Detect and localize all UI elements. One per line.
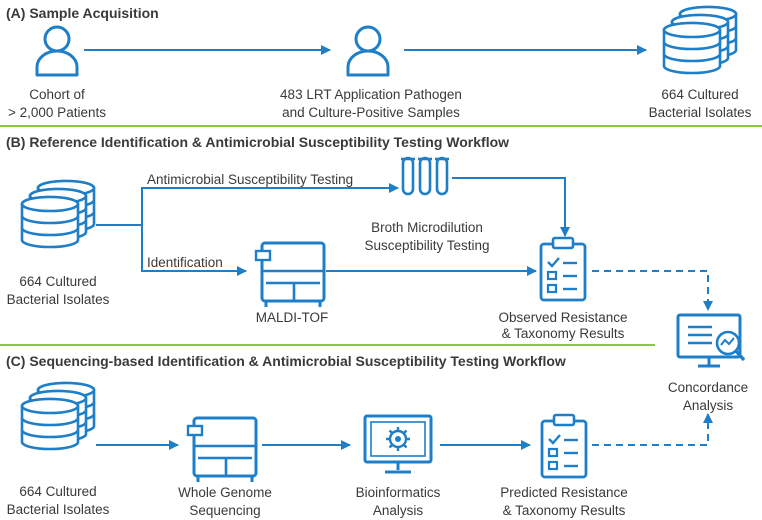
arrow-to-ast — [96, 183, 399, 226]
cohort-label-1: Cohort of — [29, 87, 85, 102]
isolates-c-label-2: Bacterial Isolates — [7, 502, 110, 517]
arrow-to-identification — [141, 225, 247, 276]
concordance-label-2: Analysis — [683, 398, 734, 413]
isolates-b-label-1: 664 Cultured — [19, 274, 96, 289]
lrt-label-2: and Culture-Positive Samples — [282, 105, 460, 120]
database-icon-b — [20, 179, 96, 249]
arrow-broth-to-observed — [452, 177, 570, 237]
database-icon-a — [662, 5, 738, 75]
bioinfo-label-2: Analysis — [373, 503, 424, 518]
predicted-results-clipboard-icon — [540, 413, 588, 479]
lrt-label-1: 483 LRT Application Pathogen — [280, 87, 462, 102]
isolates-a-label-2: Bacterial Isolates — [649, 105, 752, 120]
wgs-label-2: Sequencing — [189, 503, 260, 518]
dashed-arrow-predicted-to-concordance — [592, 413, 713, 446]
concordance-monitor-icon — [676, 313, 746, 368]
bioinformatics-monitor-icon — [363, 414, 433, 474]
maldi-tof-instrument-icon — [254, 241, 326, 309]
section-a-title: (A) Sample Acquisition — [6, 5, 159, 21]
observed-label-2: & Taxonomy Results — [502, 326, 625, 341]
observed-label-1: Observed Resistance — [498, 310, 627, 325]
isolates-a-label-1: 664 Cultured — [661, 87, 738, 102]
broth-label-1: Broth Microdilution — [371, 220, 483, 235]
observed-results-clipboard-icon — [539, 236, 587, 302]
isolates-b-label-2: Bacterial Isolates — [7, 292, 110, 307]
section-c-title: (C) Sequencing-based Identification & An… — [6, 353, 566, 369]
maldi-label: MALDI-TOF — [256, 310, 329, 325]
bioinfo-label-1: Bioinformatics — [356, 485, 441, 500]
predicted-label-2: & Taxonomy Results — [503, 503, 626, 518]
wgs-label-1: Whole Genome — [178, 485, 272, 500]
sequencer-instrument-icon — [186, 416, 258, 484]
database-icon-c — [20, 381, 96, 451]
section-b-title: (B) Reference Identification & Antimicro… — [6, 134, 509, 150]
id-branch-label: Identification — [147, 255, 223, 270]
broth-label-2: Susceptibility Testing — [364, 238, 489, 253]
dashed-arrow-observed-to-concordance — [592, 270, 713, 311]
patient-cohort-icon — [35, 25, 79, 77]
lrt-samples-person-icon — [346, 25, 390, 77]
ast-branch-label: Antimicrobial Susceptibility Testing — [147, 172, 353, 187]
test-tubes-icon — [401, 156, 449, 196]
concordance-label-1: Concordance — [668, 380, 748, 395]
cohort-label-2: > 2,000 Patients — [8, 105, 106, 120]
predicted-label-1: Predicted Resistance — [500, 485, 628, 500]
isolates-c-label-1: 664 Cultured — [19, 484, 96, 499]
